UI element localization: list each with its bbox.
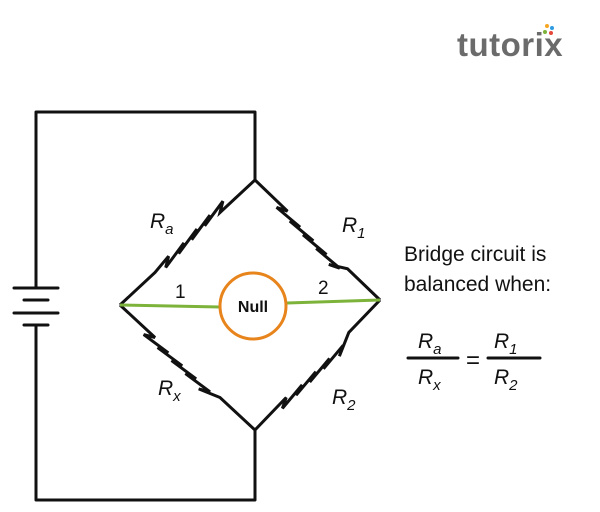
label-ra: Ra bbox=[150, 210, 174, 238]
logo-dots-icon bbox=[541, 24, 557, 36]
null-meter-circle bbox=[218, 271, 288, 341]
node-1-label: 1 bbox=[175, 282, 186, 303]
label-r2: R2 bbox=[332, 386, 356, 414]
caption-line-2: balanced when: bbox=[404, 273, 552, 296]
resistor-rx bbox=[118, 303, 257, 432]
eq-rhs-numerator: R1 bbox=[494, 330, 518, 358]
logo-dot bbox=[545, 24, 549, 28]
logo-dot bbox=[543, 30, 547, 34]
balance-caption: Bridge circuit is balanced when: bbox=[404, 240, 551, 300]
label-r1: R1 bbox=[342, 214, 366, 242]
balance-equation: Ra Rx = R1 R2 bbox=[406, 330, 542, 394]
eq-lhs-denominator: Rx bbox=[418, 366, 441, 394]
label-rx: Rx bbox=[158, 377, 181, 405]
eq-equals-sign: = bbox=[466, 347, 480, 374]
caption-line-1: Bridge circuit is bbox=[404, 243, 547, 266]
logo-dot bbox=[550, 26, 554, 30]
resistor-r2 bbox=[253, 298, 382, 432]
null-meter-label: Null bbox=[238, 299, 268, 316]
link-right bbox=[286, 298, 381, 305]
eq-rhs-denominator: R2 bbox=[494, 366, 518, 394]
bottom-wire bbox=[34, 324, 257, 502]
eq-lhs-numerator: Ra bbox=[418, 330, 442, 358]
top-wire bbox=[34, 110, 257, 290]
node-2-label: 2 bbox=[318, 278, 329, 299]
logo-dot bbox=[549, 31, 553, 35]
resistor-r1 bbox=[253, 178, 382, 302]
resistor-ra bbox=[118, 178, 257, 307]
link-left bbox=[119, 303, 221, 309]
battery-icon bbox=[12, 286, 60, 327]
